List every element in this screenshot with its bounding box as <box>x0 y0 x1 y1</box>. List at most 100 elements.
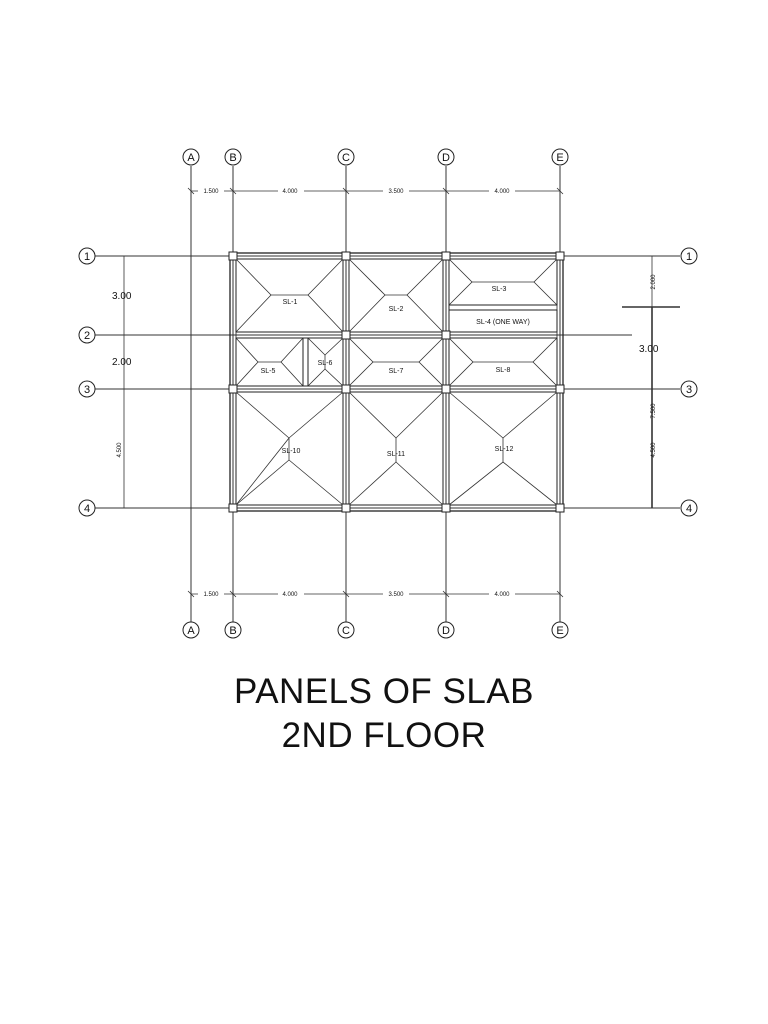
panel-sl-2 <box>348 258 444 333</box>
dim-top-a-b: 1.500 <box>203 189 219 195</box>
bubble-b-top <box>224 148 242 166</box>
tick <box>229 187 237 195</box>
bubble-c-top <box>337 148 355 166</box>
bubble-e-top <box>551 148 569 166</box>
yield-sl-5 <box>235 337 259 387</box>
bubble-label-a-bottom: A <box>187 625 195 637</box>
panel-label-sl-5: SL-5 <box>261 368 276 375</box>
panel-label-sl-3: SL-3 <box>492 286 507 293</box>
column <box>555 503 565 513</box>
column <box>341 384 351 394</box>
bubble-label-2-left: 2 <box>84 330 90 342</box>
yield-sl-12 <box>448 391 558 439</box>
tick <box>187 590 195 598</box>
dim-right-3-4: 4.500 <box>651 442 657 458</box>
yield-sl-8b <box>532 337 558 387</box>
bubble-label-e-bottom: E <box>556 625 563 637</box>
bubble-1-left <box>78 247 96 265</box>
column <box>441 330 451 340</box>
column <box>441 503 451 513</box>
yield-sl-10d <box>235 459 290 506</box>
bubble-label-3-left: 3 <box>84 384 90 396</box>
column <box>341 251 351 261</box>
column <box>441 384 451 394</box>
column <box>555 384 565 394</box>
yield-sl-7 <box>348 337 374 387</box>
yield-sl-6 <box>307 337 344 356</box>
panel-label-sl-10: SL-10 <box>282 448 301 455</box>
dim-left-2-3: 2.00 <box>112 357 132 368</box>
bubble-label-d-bottom: D <box>442 625 450 637</box>
bubble-label-4-right: 4 <box>686 503 692 515</box>
bubble-label-d-top: D <box>442 152 450 164</box>
panel-label-sl-2: SL-2 <box>389 306 404 313</box>
bubble-label-a-top: A <box>187 152 195 164</box>
bubble-label-c-bottom: C <box>342 625 350 637</box>
beam-outlines <box>229 252 564 512</box>
column <box>228 251 238 261</box>
tick <box>187 187 195 195</box>
column <box>341 330 351 340</box>
bubble-c-bottom <box>337 621 355 639</box>
tick <box>342 187 350 195</box>
bubble-3-left <box>78 380 96 398</box>
panel-label-sl-6: SL-6 <box>318 360 333 367</box>
grid-lines <box>95 166 680 622</box>
tick <box>229 590 237 598</box>
bubble-4-left <box>78 499 96 517</box>
panel-label-sl-4: SL-4 (ONE WAY) <box>476 319 530 326</box>
bubble-a-top <box>182 148 200 166</box>
yield-sl-2 <box>348 258 386 333</box>
bubble-label-4-left: 4 <box>84 503 90 515</box>
dim-left-3-4: 4.500 <box>117 442 123 458</box>
tick <box>342 590 350 598</box>
yield-sl-11 <box>348 391 444 439</box>
bubble-label-b-bottom: B <box>229 625 236 637</box>
bubble-4-right <box>680 499 698 517</box>
tick <box>556 590 564 598</box>
dim-right-top: 2.000 <box>651 274 657 290</box>
bubble-label-c-top: C <box>342 152 350 164</box>
yield-sl-3b <box>533 258 558 306</box>
yield-sl-1b <box>307 258 344 333</box>
yield-sl-10b <box>288 391 344 439</box>
bubble-3-right <box>680 380 698 398</box>
slab-outer-edge <box>229 252 564 512</box>
panel-label-sl-12: SL-12 <box>495 446 514 453</box>
bubble-label-e-top: E <box>556 152 563 164</box>
column <box>228 503 238 513</box>
yield-sl-8 <box>448 337 474 387</box>
tick <box>442 187 450 195</box>
column <box>341 503 351 513</box>
dim-bottom-d-e: 4.000 <box>494 592 510 598</box>
yield-sl-6b <box>307 368 344 387</box>
bubble-a-bottom <box>182 621 200 639</box>
dim-top-c-d: 3.500 <box>388 189 404 195</box>
bubble-label-1-left: 1 <box>84 251 90 263</box>
yield-sl-12b <box>448 461 558 506</box>
drawing-title-line-1: PANELS OF SLAB <box>233 672 535 711</box>
bubble-label-1-right: 1 <box>686 251 692 263</box>
dim-bottom-c-d: 3.500 <box>388 592 404 598</box>
dim-bottom-a-b: 1.500 <box>203 592 219 598</box>
drawing-title-line-2: 2ND FLOOR <box>281 716 487 755</box>
bubble-b-bottom <box>224 621 242 639</box>
bubble-d-top <box>437 148 455 166</box>
column <box>441 251 451 261</box>
bubble-1-right <box>680 247 698 265</box>
panel-label-sl-7: SL-7 <box>389 368 404 375</box>
dim-right-mid: 3.00 <box>639 344 659 355</box>
panel-label-sl-8: SL-8 <box>496 367 511 374</box>
yield-sl-3 <box>448 258 473 306</box>
dim-left-1-2: 3.00 <box>112 291 132 302</box>
tick <box>442 590 450 598</box>
bubble-label-3-right: 3 <box>686 384 692 396</box>
yield-sl-11b <box>348 461 444 506</box>
grid-bubbles <box>78 148 698 639</box>
columns <box>228 251 565 513</box>
tick <box>556 187 564 195</box>
panel-outlines <box>235 258 558 506</box>
panel-label-sl-1: SL-1 <box>283 299 298 306</box>
bubble-d-bottom <box>437 621 455 639</box>
